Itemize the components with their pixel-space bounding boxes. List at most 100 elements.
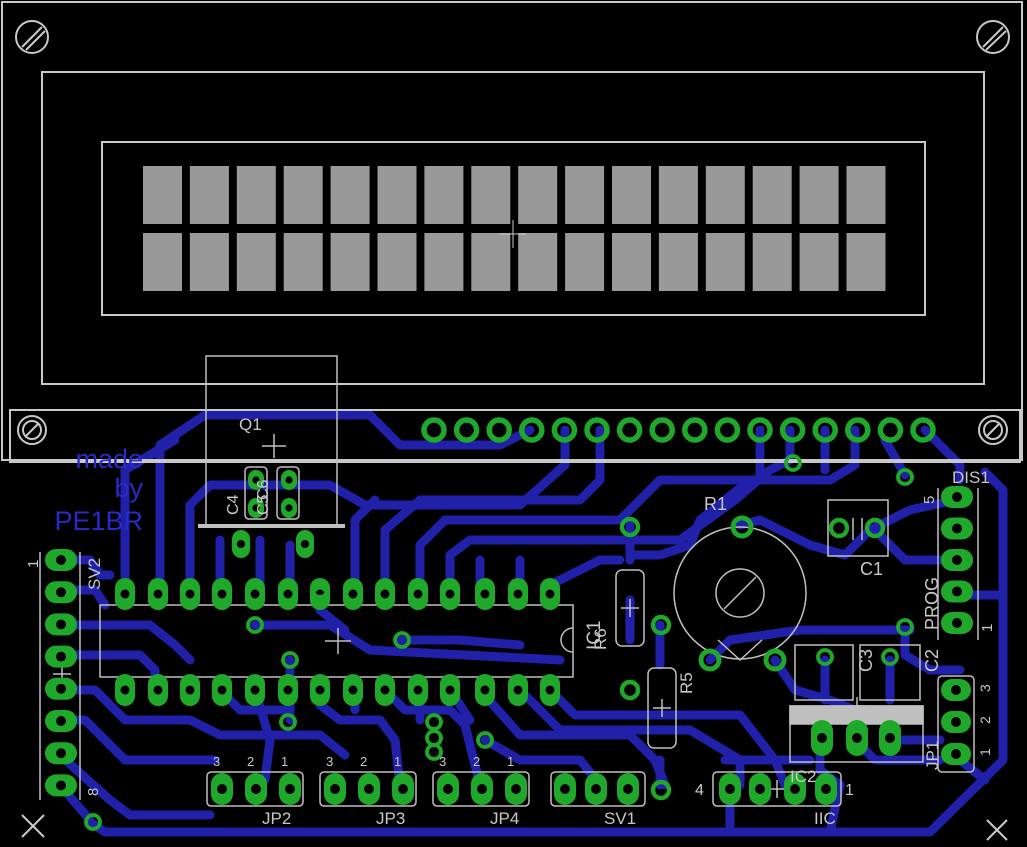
pin-jp4-3: 3 [439,754,446,769]
mount-hole-icon [976,20,1010,54]
label-jp2: JP2 [262,809,291,828]
label-r1: R1 [704,494,727,514]
drill-hole [413,685,423,695]
drill-hole [413,589,423,599]
label-sv2: SV2 [85,558,104,590]
drill-hole [330,784,340,794]
lcd-character-cell [236,233,276,291]
label-r6: R6 [591,628,610,650]
lcd-header-pad [812,417,838,443]
drill-hole [56,619,66,630]
drill-hole [56,780,66,791]
silkscreen-outlines [39,355,979,807]
lcd-character-cell [612,233,651,291]
label-c3: C3 [856,649,876,672]
drill-hole [56,651,66,662]
lcd-character-cell [377,233,417,291]
label-jp1: JP1 [923,741,942,770]
drill-hole [283,685,293,695]
via-pad [784,454,802,472]
lcd-header-pad [421,417,447,443]
lcd-header-pad [877,417,904,443]
drill-hole [185,685,195,695]
lcd-bezel [41,71,985,385]
drill-hole [480,685,490,695]
lcd-header-pad [649,417,675,443]
lcd-character-cell [189,166,229,224]
lcd-character-cell [705,233,745,291]
drill-hole [852,733,862,743]
lcd-header-pad [519,417,545,443]
drill-hole [285,784,295,794]
via-pad [425,729,443,747]
drill-hole [285,476,293,484]
drill-hole [217,784,227,794]
lcd-character-cell [471,233,511,291]
drill-hole [952,586,962,597]
via-pad [84,813,102,831]
drill-hole [443,784,453,794]
drill-hole [790,784,800,794]
via-pad [425,713,443,731]
mount-hole-icon [17,415,47,445]
drill-hole [285,504,293,512]
label-dis1: DIS1 [952,468,990,487]
via-pad [281,651,299,669]
r1-pad [763,648,787,672]
label-ic1: IC1 [584,620,605,650]
lcd-header-pad [453,417,480,443]
lcd-character-cell [283,233,323,291]
drill-hole [348,685,358,695]
drill-hole [348,589,358,599]
r1-pad [730,515,754,539]
lcd-character-cell [565,233,605,291]
via-pad [476,731,494,749]
lcd-header-pad [747,417,773,443]
drill-hole [283,589,293,599]
lcd-character-cell [283,166,323,224]
drill-hole [623,784,633,794]
lcd-header-pad [584,417,610,443]
label-sv1: SV1 [604,809,636,828]
drill-hole [511,784,521,794]
lcd-character-cell [846,166,886,224]
via-pad [619,516,641,538]
lcd-header-pad [779,417,806,443]
lcd-character-cell [752,233,792,291]
drill-hole [952,555,962,565]
drill-hole [952,492,962,502]
pin-jp3-1: 1 [394,754,401,769]
pin-sv2-bottom: 8 [85,788,102,796]
lcd-character-grid [143,166,886,291]
lcd-character-cell [518,166,558,224]
drill-hole [56,587,66,598]
drill-hole [217,589,227,599]
drill-hole [951,749,961,759]
via-pad [896,468,914,486]
pin-jp1-mid: 2 [977,716,993,724]
via-pad [279,713,297,731]
pin-jp2-1: 1 [281,754,288,769]
drill-hole [445,589,455,599]
lcd-character-cell [424,233,464,291]
label-c4: C4 [225,494,242,515]
pin-jp4-1: 1 [507,754,514,769]
drill-hole [153,589,163,599]
lcd-module [1,1,1023,463]
lcd-character-cell [612,166,651,224]
via-pad [864,517,886,539]
lcd-character-cell [799,233,839,291]
drill-hole [185,589,195,599]
drill-hole [56,683,66,694]
lcd-character-cell [236,166,276,224]
lcd-character-cell [565,166,605,224]
drill-hole [300,539,310,549]
center-cross [500,220,526,248]
lcd-header-pad [616,417,643,443]
drill-hole [252,504,260,512]
lcd-character-cell [752,166,792,224]
lcd-character-cell [658,166,698,224]
drill-hole [513,685,523,695]
pin-jp3-2: 2 [360,754,367,769]
mounting-holes [15,20,1010,841]
